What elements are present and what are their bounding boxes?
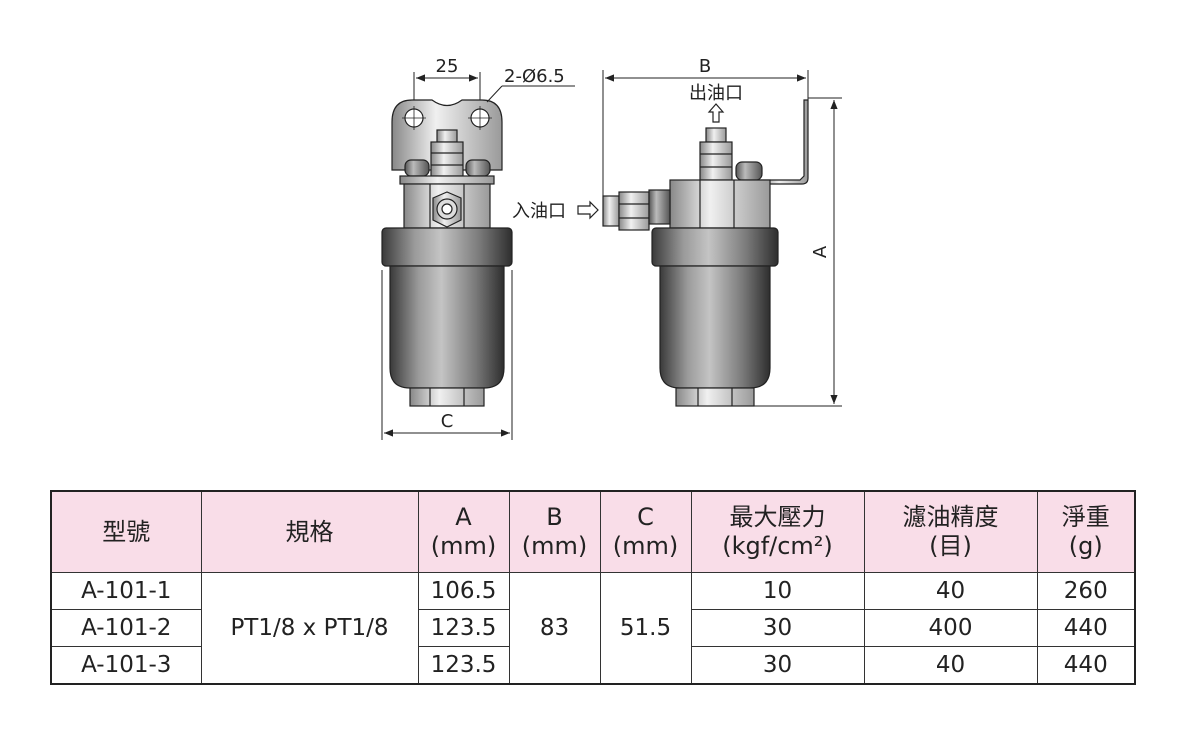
header-net-weight: 淨重(g) bbox=[1036, 490, 1136, 573]
cell-weight: 260 bbox=[1036, 572, 1136, 610]
cell-pressure: 30 bbox=[690, 646, 865, 685]
inlet-label: 入油口 bbox=[512, 201, 566, 222]
table-header-row: 型號 規格 A(mm) B(mm) C(mm) 最大壓力(kgf/cm²) 濾油… bbox=[50, 490, 1136, 573]
header-b: B(mm) bbox=[508, 490, 601, 573]
outlet-label: 出油口 bbox=[689, 83, 743, 104]
cell-c: 51.5 bbox=[599, 572, 692, 685]
outlet-arrow-icon bbox=[707, 103, 725, 123]
cell-weight: 440 bbox=[1036, 646, 1136, 685]
cell-b: 83 bbox=[508, 572, 601, 685]
header-spec: 規格 bbox=[200, 490, 419, 573]
inlet-arrow-icon bbox=[577, 200, 599, 220]
hole-dimension-label: 2-Ø6.5 bbox=[504, 66, 565, 87]
cell-a: 123.5 bbox=[417, 646, 510, 685]
header-model: 型號 bbox=[50, 490, 202, 573]
table-row: A-101-1 PT1/8 x PT1/8 106.5 83 51.5 10 4… bbox=[50, 572, 1136, 685]
header-max-pressure: 最大壓力(kgf/cm²) bbox=[690, 490, 865, 573]
table-row: A-101-3 123.5 30 40 440 bbox=[50, 646, 1136, 685]
filter-dimension-drawing: 25 2-Ø6.5 C B bbox=[381, 56, 842, 440]
dimension-25-label: 25 bbox=[436, 56, 459, 77]
cell-weight: 440 bbox=[1036, 609, 1136, 647]
cell-pressure: 30 bbox=[690, 609, 865, 647]
cell-model: A-101-3 bbox=[50, 646, 202, 685]
spec-table: 型號 規格 A(mm) B(mm) C(mm) 最大壓力(kgf/cm²) 濾油… bbox=[50, 490, 1136, 685]
dimension-lines-front bbox=[381, 72, 575, 440]
dimension-a-label: A bbox=[810, 245, 831, 258]
cell-mesh: 40 bbox=[863, 646, 1038, 685]
cell-mesh: 400 bbox=[863, 609, 1038, 647]
table-row: A-101-2 123.5 30 400 440 bbox=[50, 609, 1136, 647]
header-filter-precision: 濾油精度(目) bbox=[863, 490, 1038, 573]
cell-a: 123.5 bbox=[417, 609, 510, 647]
header-c: C(mm) bbox=[599, 490, 692, 573]
cell-spec: PT1/8 x PT1/8 bbox=[200, 572, 419, 685]
dimension-lines-side bbox=[602, 70, 842, 407]
dimension-b-label: B bbox=[699, 56, 711, 77]
side-view bbox=[602, 99, 809, 407]
cell-a: 106.5 bbox=[417, 572, 510, 610]
cell-model: A-101-2 bbox=[50, 609, 202, 647]
cell-mesh: 40 bbox=[863, 572, 1038, 610]
cell-pressure: 10 bbox=[690, 572, 865, 610]
dimension-c-label: C bbox=[441, 411, 454, 432]
front-view bbox=[381, 99, 513, 407]
header-a: A(mm) bbox=[417, 490, 510, 573]
cell-model: A-101-1 bbox=[50, 572, 202, 610]
